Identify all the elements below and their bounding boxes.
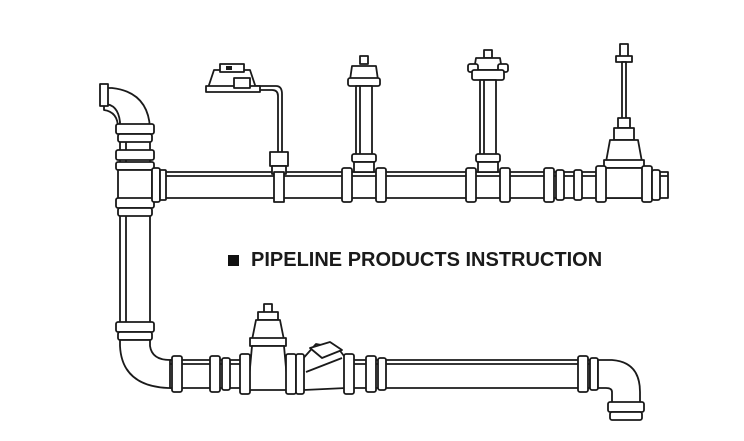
upper-main-pipe: [149, 171, 669, 199]
air-release-valve-box: [205, 63, 289, 203]
riser-tee: [115, 169, 155, 217]
caption-text: PIPELINE PRODUCTS INSTRUCTION: [251, 248, 603, 271]
upper-pipe-couplings: [543, 167, 583, 203]
riser-coupling-lower: [115, 321, 155, 341]
fire-hydrant-2: [465, 49, 511, 203]
check-valve: [295, 341, 355, 395]
bottom-right-elbow: [597, 359, 645, 421]
lower-pipe-couplings-left: [171, 355, 231, 393]
diagram-caption: PIPELINE PRODUCTS INSTRUCTION: [228, 247, 602, 273]
fire-hydrant-1: [341, 55, 387, 203]
square-bullet-icon: [228, 254, 239, 266]
gate-valve-upper: [595, 43, 661, 203]
upper-pipe-flange-left: [151, 167, 167, 203]
riser-coupling-upper: [115, 149, 155, 171]
lower-pipe-couplings-right: [365, 355, 599, 393]
top-elbow-fitting: [99, 83, 155, 143]
gate-valve-lower: [239, 303, 297, 395]
